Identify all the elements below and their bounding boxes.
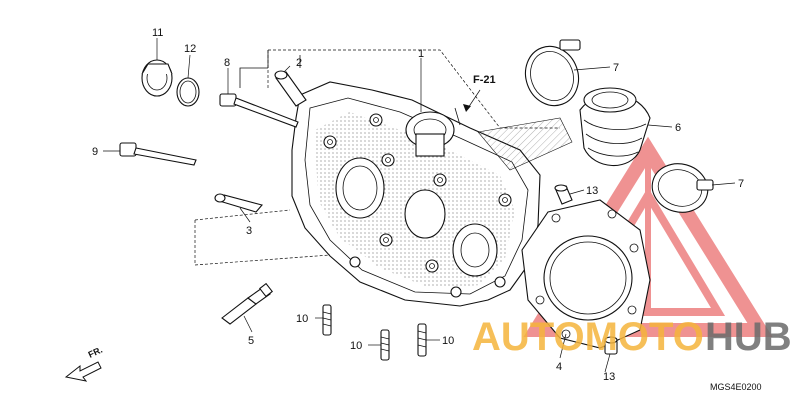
part-13-dowel-upper xyxy=(554,184,573,205)
part-6-intake-boot xyxy=(579,87,651,167)
callout-13-lower: 13 xyxy=(603,371,615,383)
part-9-bolt xyxy=(119,142,197,166)
drawing-code: MGS4E0200 xyxy=(710,382,762,392)
reference-label: F-21 xyxy=(473,74,496,86)
part-13-dowel-lower xyxy=(604,336,618,355)
callout-11: 11 xyxy=(152,27,163,39)
part-8-bolt xyxy=(219,93,299,128)
callout-6: 6 xyxy=(675,122,681,134)
callout-10-c: 10 xyxy=(442,335,454,347)
callout-9: 9 xyxy=(92,146,98,158)
svg-text:FR.: FR. xyxy=(87,345,104,360)
callout-10-a: 10 xyxy=(296,313,308,325)
callout-10-b: 10 xyxy=(350,340,362,352)
part-3-dowel xyxy=(214,193,263,213)
callout-1: 1 xyxy=(418,48,424,60)
callout-5: 5 xyxy=(248,335,254,347)
svg-text:HUB: HUB xyxy=(705,315,792,359)
svg-text:AUTOMOTO: AUTOMOTO xyxy=(472,315,704,359)
part-4-gasket xyxy=(521,199,651,349)
part-7-clamp-lower xyxy=(651,163,714,213)
front-direction-arrow: FR. xyxy=(64,345,104,382)
callout-7-upper: 7 xyxy=(613,62,619,74)
part-10-stud-c xyxy=(417,323,427,357)
callout-2: 2 xyxy=(296,57,302,69)
callout-13-upper: 13 xyxy=(586,185,598,197)
part-11-cap xyxy=(141,59,173,97)
part-10-stud-b xyxy=(380,329,390,361)
part-10-stud-a xyxy=(322,304,332,336)
callout-12: 12 xyxy=(184,43,196,55)
assembly-outline xyxy=(194,49,560,266)
part-2-dowel xyxy=(274,70,307,107)
callout-8: 8 xyxy=(224,57,230,69)
part-7-clamp-upper xyxy=(524,39,581,107)
callout-4: 4 xyxy=(556,361,562,373)
callout-7-lower: 7 xyxy=(738,178,744,190)
part-5-spark-plug xyxy=(221,282,274,325)
watermark-text: AUTOMOTO HUB xyxy=(472,315,792,359)
cylinder-head xyxy=(291,81,573,307)
callout-3: 3 xyxy=(246,225,252,237)
leader-lines xyxy=(103,38,736,373)
